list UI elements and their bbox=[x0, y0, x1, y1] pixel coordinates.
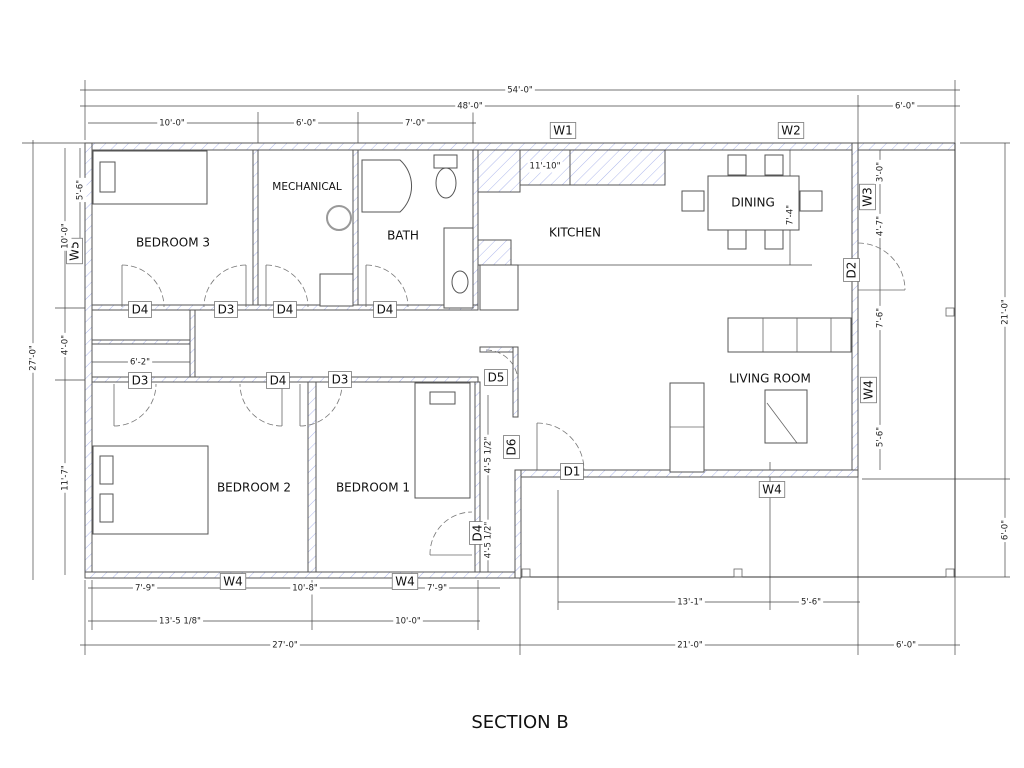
door-tag-d3-closet: D3 bbox=[218, 303, 235, 317]
dim-left-11-7: 11'-7" bbox=[61, 465, 71, 491]
furniture bbox=[92, 149, 852, 535]
toilet-icon bbox=[435, 167, 457, 199]
dim-bottom-27: 27'-0" bbox=[272, 641, 298, 651]
dim-left-27: 27'-0" bbox=[29, 345, 39, 371]
room-label-bath: BATH bbox=[387, 229, 419, 243]
coffee-table bbox=[764, 389, 808, 444]
dim-right-3: 3'-0" bbox=[876, 162, 886, 182]
window-tag-w4-living-right: W4 bbox=[862, 380, 876, 400]
dim-counter: 11'-10" bbox=[530, 162, 561, 172]
sofa bbox=[727, 317, 852, 353]
door-swings bbox=[113, 242, 906, 556]
dim-porch-top: 6'-0" bbox=[895, 102, 915, 112]
dim-left-5-6: 5'-6" bbox=[76, 180, 86, 200]
door-tag-d5: D5 bbox=[488, 371, 505, 385]
door-tag-d3-bedroom1: D3 bbox=[332, 373, 349, 387]
door-tag-d4-bedroom1-side: D4 bbox=[471, 525, 485, 542]
range bbox=[479, 264, 519, 311]
dim-bottom-10-8: 10'-8" bbox=[292, 584, 318, 594]
window-tag-w3: W3 bbox=[861, 187, 875, 207]
door-tag-d4-bedroom3: D4 bbox=[132, 303, 149, 317]
dim-mechanical-width: 6'-0" bbox=[296, 119, 316, 129]
room-label-dining: DINING bbox=[731, 196, 775, 210]
door-tag-d2: D2 bbox=[845, 262, 859, 279]
dim-bath-width: 7'-0" bbox=[405, 119, 425, 129]
room-label-kitchen: KITCHEN bbox=[549, 226, 601, 240]
dim-porch-21: 21'-0" bbox=[677, 641, 703, 651]
room-label-bedroom1: BEDROOM 1 bbox=[336, 481, 410, 495]
window-tag-w2: W2 bbox=[781, 124, 801, 138]
door-tag-d1: D1 bbox=[564, 465, 581, 479]
window-tag-w4-bedroom1: W4 bbox=[395, 575, 415, 589]
dim-right-5-6: 5'-6" bbox=[876, 427, 886, 447]
dim-main-top: 48'-0" bbox=[457, 102, 483, 112]
dim-left-10: 10'-0" bbox=[61, 223, 71, 249]
window-tag-w1: W1 bbox=[553, 124, 573, 138]
door-tag-d6: D6 bbox=[505, 439, 519, 456]
door-tag-d4-bedroom2: D4 bbox=[270, 374, 287, 388]
dim-porch-13-1: 13'-1" bbox=[677, 598, 703, 608]
dim-left-4: 4'-0" bbox=[61, 335, 71, 355]
toilet-tank bbox=[433, 154, 458, 169]
dim-bottom-10: 10'-0" bbox=[395, 617, 421, 627]
shower bbox=[361, 159, 413, 213]
dim-porch-5-6: 5'-6" bbox=[801, 598, 821, 608]
walls bbox=[84, 142, 956, 579]
vanity bbox=[443, 227, 474, 309]
dim-porch-6: 6'-0" bbox=[896, 641, 916, 651]
room-label-bedroom3: BEDROOM 3 bbox=[136, 236, 210, 250]
door-tag-d3-hall: D3 bbox=[132, 374, 149, 388]
dim-hall-6-2: 6'-2" bbox=[130, 358, 150, 368]
dim-hall-4-5-upper: 4'-5 1/2" bbox=[484, 437, 494, 474]
dim-far-right-6: 6'-0" bbox=[1001, 520, 1011, 540]
loveseat bbox=[669, 382, 705, 473]
dimension-labels: 54'-0" 48'-0" 6'-0" 10'-0" 6'-0" 7'-0" 1… bbox=[27, 84, 1012, 652]
door-window-tags: W1 W2 W3 W5 W4 W4 W4 W4 D2 D4 D3 D4 D4 D… bbox=[66, 122, 877, 590]
dim-bottom-7-9-left: 7'-9" bbox=[135, 584, 155, 594]
door-tag-d4-mechanical: D4 bbox=[277, 303, 294, 317]
dim-far-right-21: 21'-0" bbox=[1001, 299, 1011, 325]
dim-right-7-6: 7'-6" bbox=[876, 308, 886, 328]
drawing-title: SECTION B bbox=[471, 712, 568, 733]
dim-right-4-7: 4'-7" bbox=[876, 216, 886, 236]
dim-overall-top: 54'-0" bbox=[507, 86, 533, 96]
water-heater-icon bbox=[326, 205, 352, 231]
porch bbox=[521, 143, 956, 578]
room-label-living-room: LIVING ROOM bbox=[729, 372, 811, 386]
dim-bottom-13-5: 13'-5 1/8" bbox=[159, 617, 201, 627]
dim-bedroom3-width: 10'-0" bbox=[159, 119, 185, 129]
window-tag-w4-living-bottom: W4 bbox=[762, 483, 782, 497]
dim-hall-4-5-lower: 4'-5 1/2" bbox=[484, 522, 494, 559]
room-labels: BEDROOM 3 MECHANICAL BATH KITCHEN DINING… bbox=[136, 181, 811, 495]
window-tag-w4-bedroom2: W4 bbox=[223, 575, 243, 589]
dim-bottom-7-9-right: 7'-9" bbox=[427, 584, 447, 594]
room-label-bedroom2: BEDROOM 2 bbox=[217, 481, 291, 495]
room-label-mechanical: MECHANICAL bbox=[272, 181, 342, 193]
dim-dining-depth: 7'-4" bbox=[786, 205, 796, 225]
dining-table bbox=[681, 154, 823, 250]
door-tag-d4-bath: D4 bbox=[377, 303, 394, 317]
